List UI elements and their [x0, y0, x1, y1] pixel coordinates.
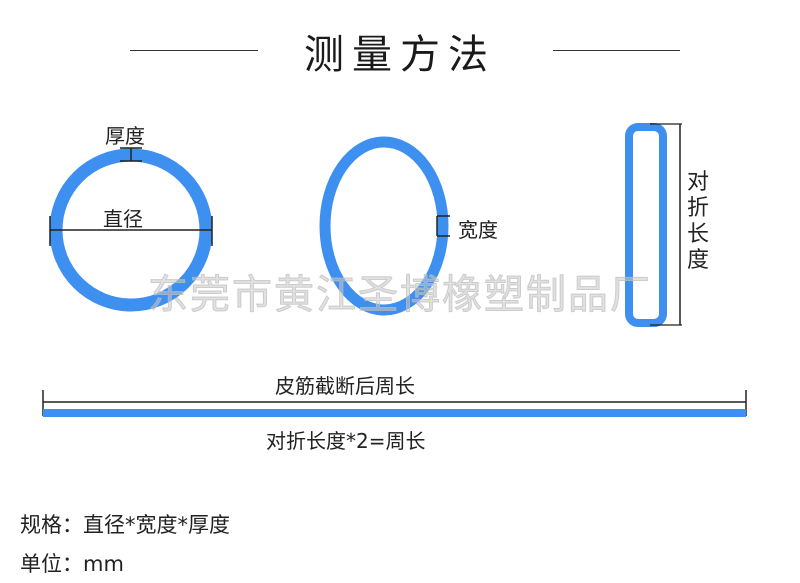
folded-length-label: 对折长度: [686, 170, 709, 273]
width-label: 宽度: [458, 218, 498, 242]
title-rule-left: [130, 50, 258, 51]
formula-label: 对折长度*2=周长: [266, 429, 426, 453]
folded-band: [625, 123, 667, 327]
straight-band: [43, 409, 746, 417]
watermark-text: 东莞市黄江圣博橡塑制品厂: [148, 272, 652, 319]
title-rule-right: [553, 50, 680, 51]
oval-band: [319, 136, 449, 316]
spec-line-unit: 单位：mm: [20, 552, 124, 576]
spec-line-format: 规格：直径*宽度*厚度: [20, 513, 230, 537]
cut-perimeter-label: 皮筋截断后周长: [275, 374, 415, 398]
diameter-label: 直径: [103, 207, 143, 231]
page-title: 测量方法: [304, 32, 496, 78]
thickness-label: 厚度: [105, 124, 145, 148]
